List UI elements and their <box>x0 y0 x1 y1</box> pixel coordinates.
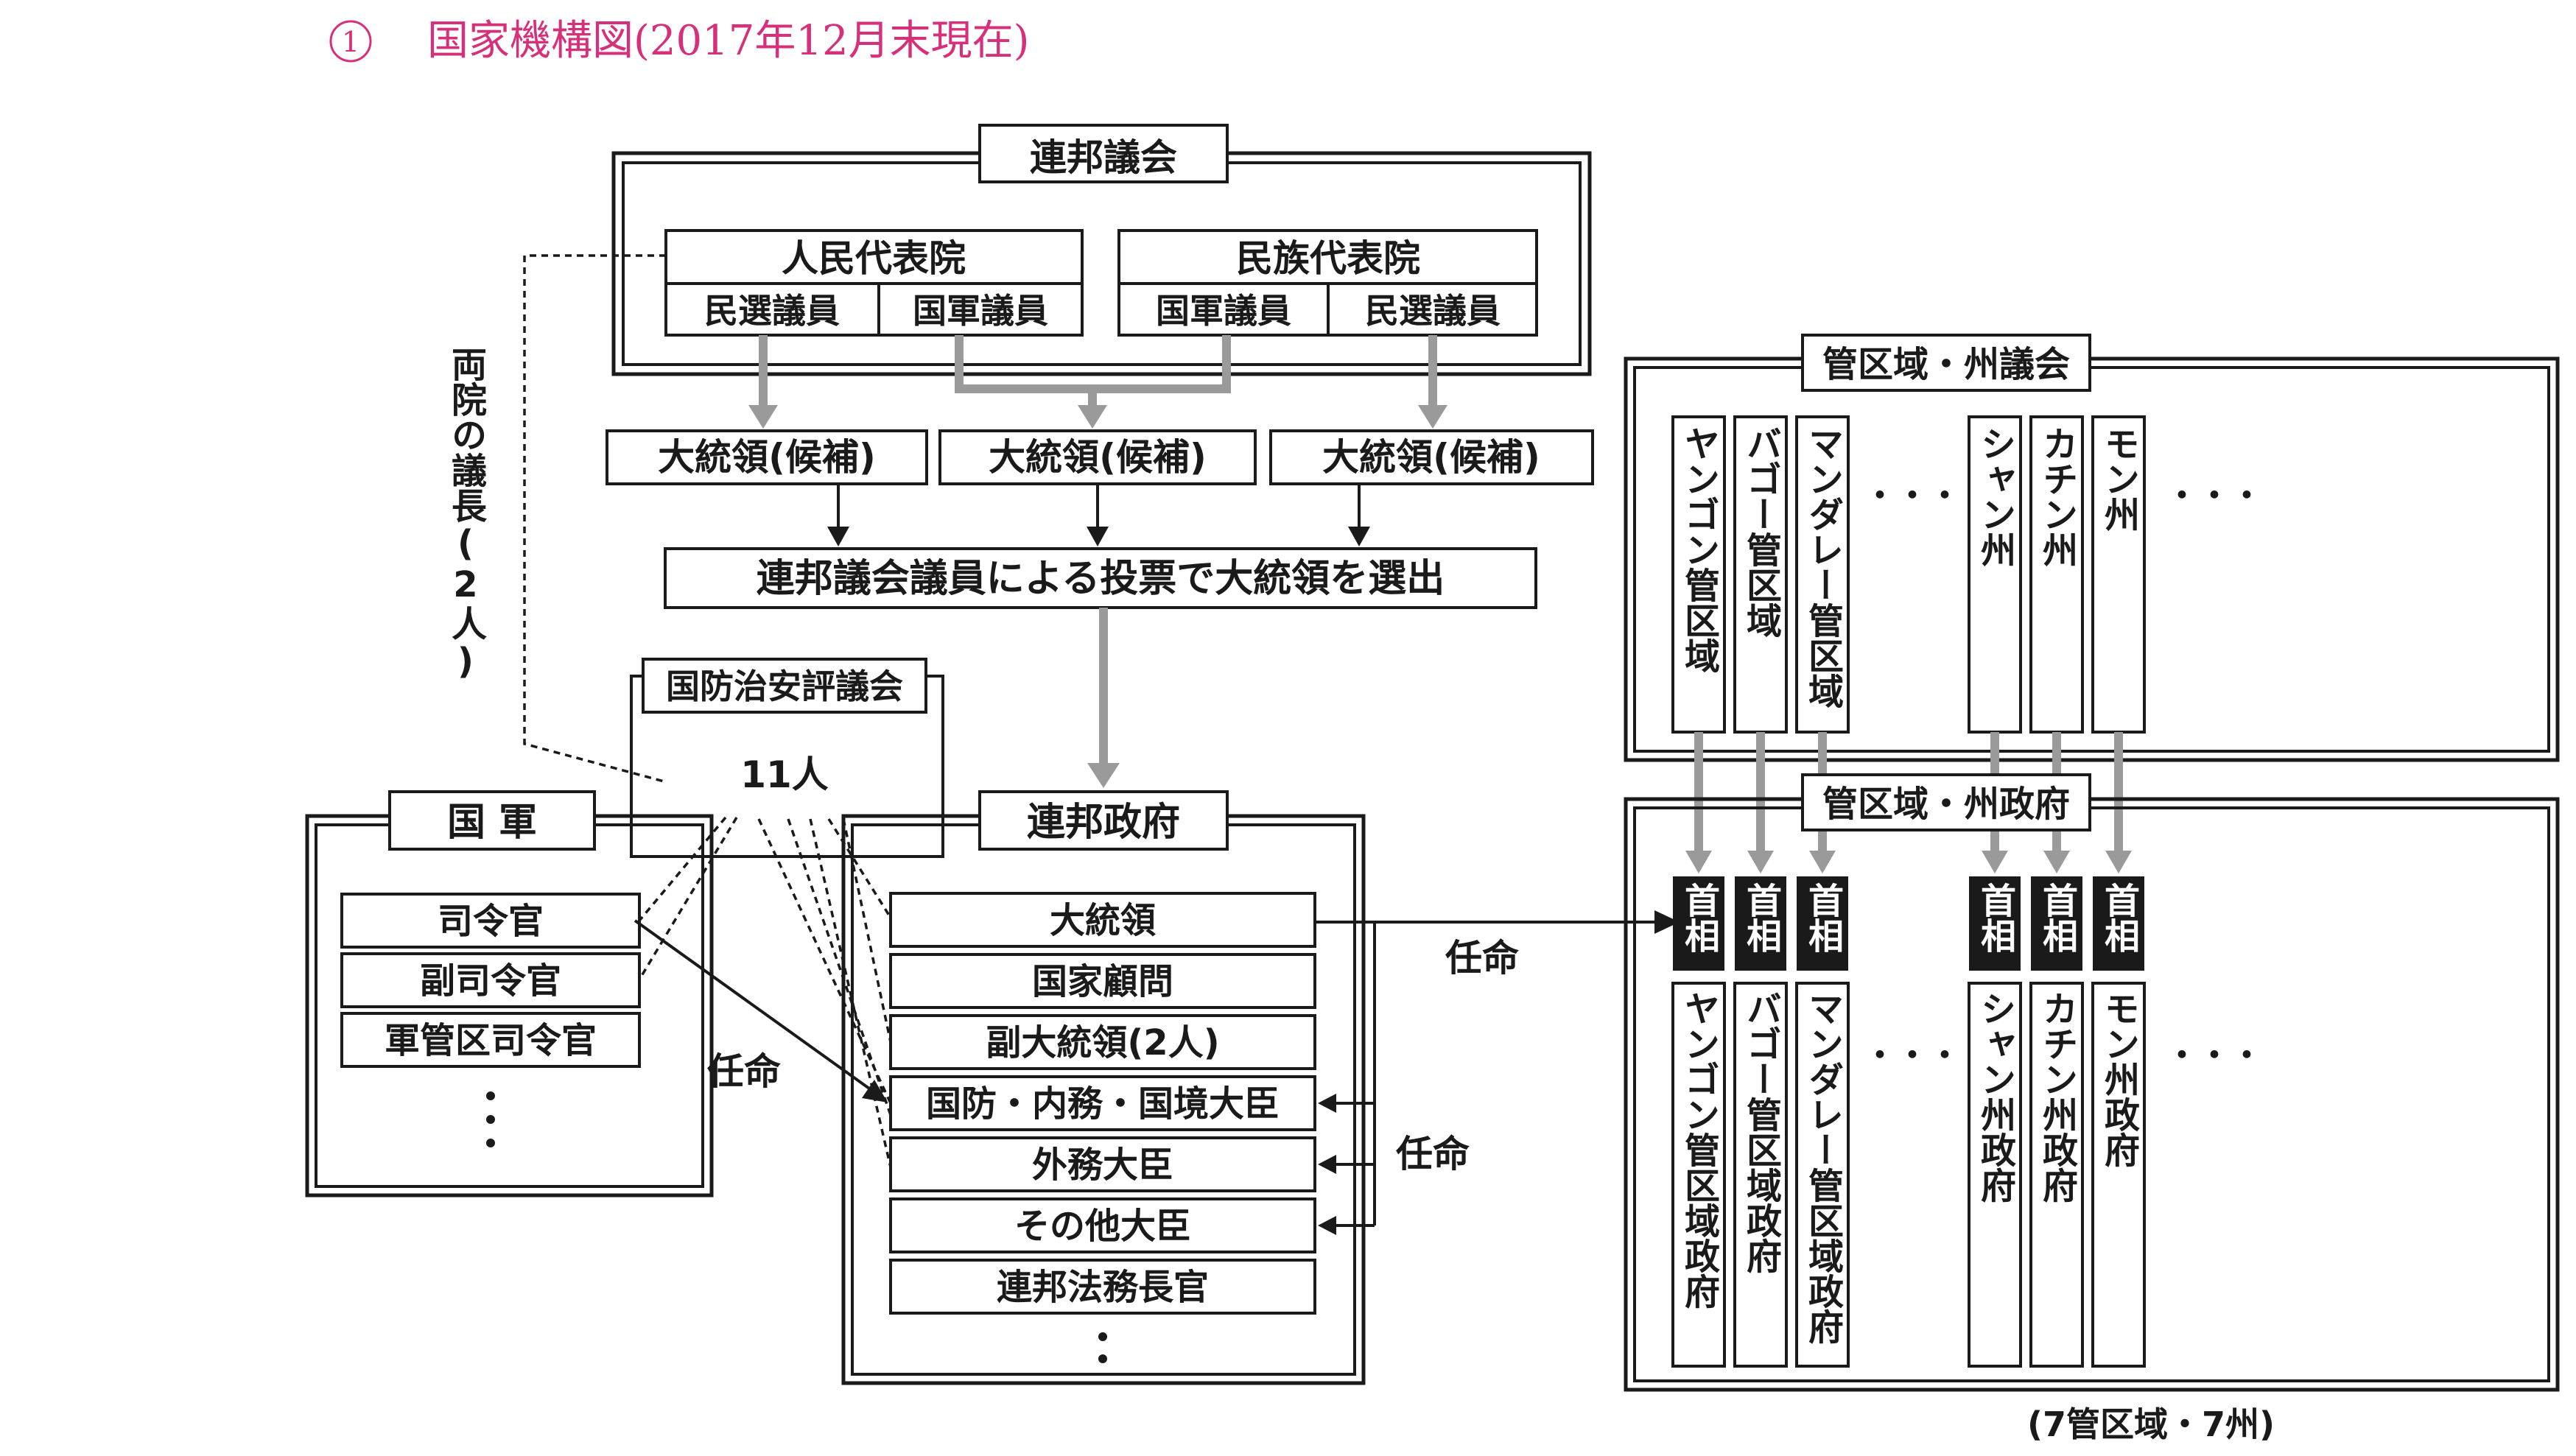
candidate-2: 大統領(候補) <box>989 436 1207 479</box>
military-regional-commander: 軍管区司令官 <box>385 1020 597 1061</box>
region-government-label: 管区域・州政府 <box>1822 784 2070 825</box>
assembly-kachin: カチン州 <box>2036 426 2078 567</box>
government-bago: バゴー管区域政府 <box>1740 991 1782 1274</box>
union-government: 連邦政府 大統領 国家顧問 副大統領(2人) 国防・内務・国境大臣 外務大臣 そ… <box>841 790 1366 1385</box>
nomination-arrows <box>748 335 1447 429</box>
government-ellipsis-1: ・・・ <box>1864 1037 1961 1075</box>
gov-attorney-general: 連邦法務長官 <box>997 1267 1209 1308</box>
gov-president: 大統領 <box>1050 900 1156 941</box>
government-mandalay: マンダレー管区域政府 <box>1802 991 1844 1345</box>
government-yangon: ヤンゴン管区域政府 <box>1678 991 1720 1309</box>
military-deputy-commander: 副司令官 <box>420 960 561 1002</box>
president-candidates: 大統領(候補) 大統領(候補) 大統領(候補) <box>606 429 1594 485</box>
region-appoint-label: 任命 <box>1445 937 1519 980</box>
speakers-connector <box>523 254 667 784</box>
premier-mon: 首相 <box>2098 882 2140 953</box>
president-appoint-bracket <box>1315 921 1376 1235</box>
diagram-title: 1 国家機構図(2017年12月末現在) <box>329 17 1029 65</box>
lower-house-military: 国軍議員 <box>913 291 1048 331</box>
government-label: 連邦政府 <box>1027 801 1180 845</box>
military-commander: 司令官 <box>438 901 544 942</box>
candidate-3: 大統領(候補) <box>1322 436 1540 479</box>
premier-kachin: 首相 <box>2036 882 2078 953</box>
military-ellipsis: ・・・ <box>486 1091 495 1147</box>
security-council-label: 国防治安評議会 <box>666 667 903 706</box>
assembly-to-government-arrows <box>1685 732 2132 873</box>
military-appoint-label: 任命 <box>707 1050 781 1093</box>
government-mon: モン州政府 <box>2098 991 2140 1168</box>
region-government: 管区域・州政府 首相 首相 首相 首相 首相 首相 ヤンゴン管区域政府 バゴー管… <box>1624 773 2560 1392</box>
title-text: 国家機構図(2017年12月末現在) <box>427 17 1029 65</box>
lower-house-name: 人民代表院 <box>782 237 966 280</box>
assembly-mandalay: マンダレー管区域 <box>1802 426 1844 708</box>
upper-house-elected: 民選議員 <box>1365 291 1501 331</box>
region-assembly-label: 管区域・州議会 <box>1822 344 2070 385</box>
government-kachin: カチン州政府 <box>2036 991 2078 1203</box>
election-box <box>664 547 1537 609</box>
government-ellipsis <box>1098 1332 1107 1363</box>
security-council-membership-lines <box>638 816 892 1168</box>
assembly-shan: シャン州 <box>1974 426 2016 567</box>
speakers-label: 両院の議長(2人) <box>445 346 487 682</box>
assembly-mon: モン州 <box>2098 426 2140 532</box>
lower-house-elected: 民選議員 <box>704 291 840 331</box>
vote-arrows <box>827 484 1370 546</box>
union-parliament: 連邦議会 人民代表院 民選議員 国軍議員 民族代表院 国軍議員 民選議員 <box>611 124 1592 376</box>
military-appoint-arrow <box>634 919 871 1090</box>
security-council-count: 11人 <box>740 753 829 796</box>
upper-house-military: 国軍議員 <box>1156 291 1291 331</box>
gov-state-counsellor: 国家顧問 <box>1032 961 1173 1002</box>
election-text: 連邦議会議員による投票で大統領を選出 <box>757 557 1445 601</box>
government-ellipsis-2: ・・・ <box>2166 1037 2263 1075</box>
candidate-1: 大統領(候補) <box>658 436 876 479</box>
assembly-bago: バゴー管区域 <box>1740 426 1782 638</box>
premier-bago: 首相 <box>1740 882 1782 953</box>
assembly-ellipsis-1: ・・・ <box>1864 477 1961 515</box>
region-assembly: 管区域・州議会 ヤンゴン管区域 バゴー管区域 マンダレー管区域 ・・・ シャン州… <box>1624 334 2560 762</box>
military-label: 国 軍 <box>447 801 537 845</box>
security-council: 国防治安評議会 11人 <box>630 658 944 858</box>
gov-defence-ministers: 国防・内務・国境大臣 <box>926 1083 1280 1125</box>
title-number: 1 <box>342 26 359 58</box>
premier-mandalay: 首相 <box>1802 882 1844 953</box>
gov-vice-president: 副大統領(2人) <box>986 1022 1219 1063</box>
government-shan: シャン州政府 <box>1974 991 2016 1203</box>
assembly-yangon: ヤンゴン管区域 <box>1678 426 1720 673</box>
upper-house-name: 民族代表院 <box>1236 237 1420 280</box>
military: 国 軍 司令官 副司令官 軍管区司令官 ・・・ <box>305 790 714 1197</box>
assembly-ellipsis-2: ・・・ <box>2166 477 2263 515</box>
president-appoint-label: 任命 <box>1396 1133 1470 1175</box>
premier-shan: 首相 <box>1974 882 2016 953</box>
footnote: (7管区域・7州) <box>2027 1404 2275 1444</box>
gov-other-ministers: その他大臣 <box>1014 1206 1191 1247</box>
parliament-label: 連邦議会 <box>1030 136 1177 179</box>
gov-foreign-minister: 外務大臣 <box>1032 1144 1173 1186</box>
premier-yangon: 首相 <box>1678 882 1720 953</box>
